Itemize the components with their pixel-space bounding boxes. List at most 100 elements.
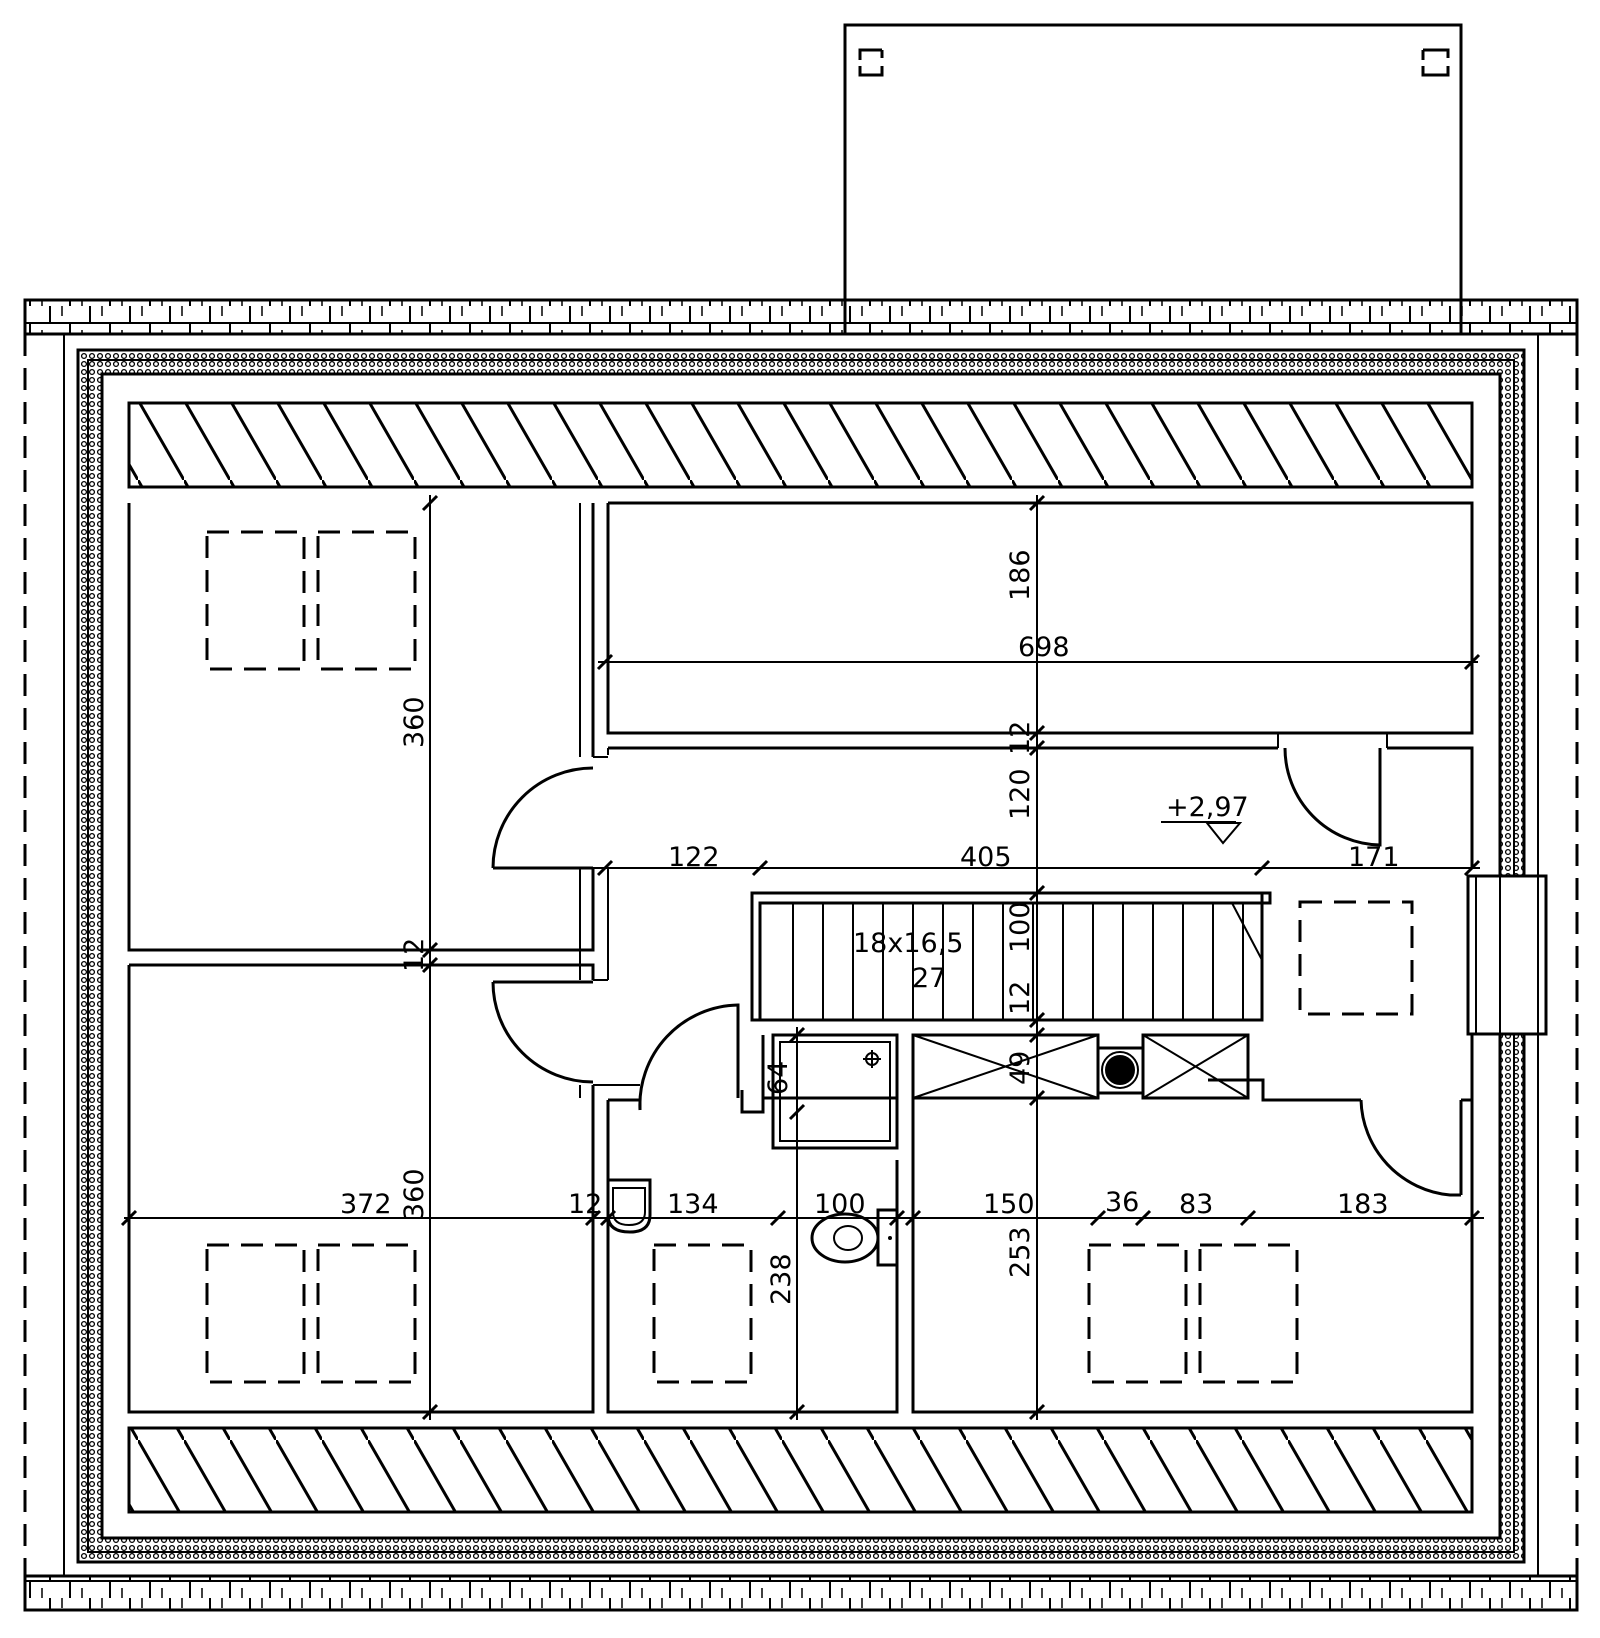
washbasin <box>606 1178 652 1234</box>
dim-36: 36 <box>1105 1187 1139 1218</box>
dimension-tick <box>584 1209 602 1227</box>
dimension-tick <box>421 494 439 512</box>
dimension-tick <box>1134 1209 1152 1227</box>
dimension-tick <box>1028 1011 1046 1029</box>
roof-windows <box>205 530 1414 1384</box>
roof-tiles-top <box>23 298 1579 336</box>
wall-thickness-lines <box>579 503 1388 1098</box>
hallway-walls <box>608 746 1474 1102</box>
dim-253: 253 <box>1005 1226 1036 1278</box>
dormer <box>843 23 1463 335</box>
roof-window <box>1198 1243 1299 1384</box>
dimension-tick <box>596 653 614 671</box>
room-bedroom-bottom-left <box>127 963 595 1414</box>
door-bedroom-bottom[interactable] <box>491 980 594 1084</box>
dimension-tick <box>1089 1209 1107 1227</box>
level-marker: +2,97 <box>1161 792 1249 845</box>
dimension-tick <box>788 1103 806 1121</box>
dimension-tick <box>1028 1403 1046 1421</box>
dimension-tick <box>904 1209 922 1227</box>
roof-window <box>205 1243 306 1384</box>
ventilation-shafts <box>911 1033 1250 1100</box>
stair-step-ratio: 18x16,5 <box>853 928 963 959</box>
roof-window <box>316 530 417 671</box>
dim-120: 120 <box>1005 768 1036 820</box>
dim-150: 150 <box>983 1189 1035 1220</box>
dim-186: 186 <box>1005 549 1036 601</box>
room-bottom-middle <box>606 1096 899 1414</box>
dimension-tick <box>421 956 439 974</box>
dimension-tick <box>1028 1089 1046 1107</box>
dim-83: 83 <box>1179 1189 1213 1220</box>
dimension-tick <box>788 1403 806 1421</box>
insulated-wall <box>76 348 1526 1564</box>
room-top-right <box>606 501 1474 735</box>
dimension-tick <box>1463 859 1481 877</box>
roof-window <box>1298 900 1414 1016</box>
dimension-tick <box>1028 739 1046 757</box>
dimension-tick <box>1028 1026 1046 1044</box>
corner-mark-right <box>1421 48 1450 77</box>
dimension-tick <box>1028 724 1046 742</box>
dimension-tick <box>751 859 769 877</box>
outer-wall-line <box>63 333 1539 1577</box>
door-room-bottom-right[interactable] <box>1359 1099 1461 1197</box>
dimension-tick <box>1463 1209 1481 1227</box>
door-room-top-right[interactable] <box>1283 747 1382 847</box>
dimension-tick <box>1239 1209 1257 1227</box>
dimension-tick <box>1028 884 1046 902</box>
dim-122: 122 <box>668 842 720 873</box>
dim-100-stair: 100 <box>1005 901 1036 953</box>
dimension-tick <box>1253 859 1271 877</box>
dim-12-d: 12 <box>568 1189 602 1220</box>
stair-step-count: 27 <box>912 963 946 994</box>
toilet <box>810 1208 899 1267</box>
roof-window <box>316 1243 417 1384</box>
room-bedroom-top-left <box>127 503 595 952</box>
dimension-tick <box>120 1209 138 1227</box>
corner-mark-left <box>858 48 884 77</box>
roof-window <box>1087 1243 1188 1384</box>
roof-window <box>652 1243 753 1384</box>
dimension-tick <box>769 1209 787 1227</box>
dim-49: 49 <box>1005 1051 1036 1085</box>
dim-238: 238 <box>766 1253 797 1305</box>
room-bottom-right <box>911 1098 1474 1414</box>
dim-405: 405 <box>960 842 1012 873</box>
kneewall-zone-bottom <box>127 1426 1474 1514</box>
dimension-tick <box>421 1403 439 1421</box>
dim-360-bottom: 360 <box>399 1168 430 1220</box>
dimension-tick <box>421 941 439 959</box>
dim-183: 183 <box>1337 1189 1389 1220</box>
dimension-lines <box>124 495 1484 1420</box>
dim-372: 372 <box>340 1189 392 1220</box>
dimension-tick <box>1463 653 1481 671</box>
kneewall-zone-top <box>127 401 1474 489</box>
shower-niche-wall <box>740 1035 765 1114</box>
level-marker-value: +2,97 <box>1166 792 1249 823</box>
dim-12-a: 12 <box>1005 721 1036 755</box>
dimension-tick <box>1028 494 1046 512</box>
dim-360-top: 360 <box>399 696 430 748</box>
roof-window <box>205 530 306 671</box>
door-bedroom-top[interactable] <box>491 766 594 870</box>
dim-100-wc: 100 <box>814 1189 866 1220</box>
dimension-tick <box>596 859 614 877</box>
stair-treads <box>792 903 1244 1020</box>
dimension-tick <box>599 1209 617 1227</box>
roof-tiles-bottom <box>23 1574 1579 1612</box>
dim-171: 171 <box>1348 842 1400 873</box>
dimension-tick <box>888 1209 906 1227</box>
dimension-ticks <box>120 494 1481 1421</box>
door-room-bottom-middle[interactable] <box>638 1003 740 1111</box>
staircase <box>750 891 1272 1022</box>
shower-tray <box>771 1033 899 1150</box>
dim-12-b: 12 <box>399 938 430 972</box>
dim-64: 64 <box>763 1061 794 1095</box>
dim-12-c: 12 <box>1005 981 1036 1015</box>
gable-window <box>1466 874 1548 1036</box>
dim-698: 698 <box>1018 632 1070 663</box>
dim-134: 134 <box>667 1189 719 1220</box>
dimension-tick <box>788 1026 806 1044</box>
